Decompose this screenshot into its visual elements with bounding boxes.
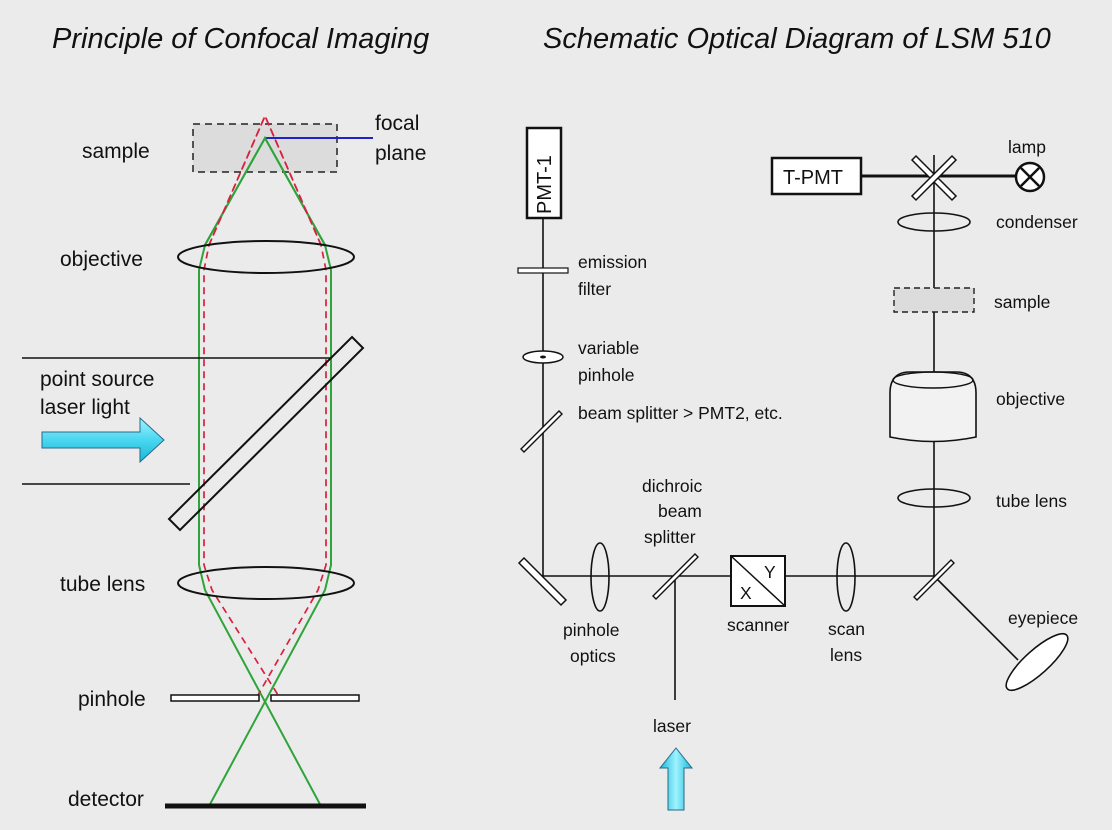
scan-lens [836, 542, 856, 612]
right-lsm-diagram: PMT-1 T-PMT [517, 126, 1078, 811]
label-laser-light: laser light [40, 396, 130, 419]
beam-splitter-plate [167, 335, 365, 532]
label-point-source: point source [40, 368, 154, 391]
label-dichroic: dichroic [642, 476, 703, 496]
tube-lens [177, 566, 355, 600]
label-variable-pinhole: pinhole [578, 365, 634, 385]
scanner-diagonal [730, 555, 786, 607]
label-emission: emission [578, 252, 647, 272]
lamp-icon [1014, 161, 1046, 193]
objective-body [889, 371, 977, 443]
pinhole-plate-left [170, 694, 260, 702]
label-eyepiece: eyepiece [1008, 608, 1078, 628]
tpmt-box [770, 156, 863, 196]
path-eyepiece [933, 575, 1019, 661]
scanner-x-label: X [740, 583, 752, 603]
transmitted-light-mirror [910, 154, 958, 202]
laser-arrow-icon [41, 416, 165, 464]
pinhole-optics-lens [590, 542, 610, 612]
label-scan-lens: lens [830, 645, 862, 665]
pmt2-beam-splitter [520, 410, 563, 453]
label-pinhole: pinhole [78, 688, 146, 711]
right-tube-lens [897, 488, 971, 508]
objective-top-rim [892, 371, 974, 389]
label-pinhole-optics-2: optics [570, 646, 616, 666]
left-confocal-diagram: sample focal plane objective point sourc… [22, 112, 426, 811]
label-lamp: lamp [1008, 137, 1046, 157]
label-filter: filter [578, 279, 611, 299]
label-condenser: condenser [996, 212, 1078, 232]
pinhole-plate-right [270, 694, 360, 702]
label-detector: detector [68, 788, 144, 811]
condenser-lens [897, 212, 971, 232]
scanner-y-label: Y [764, 562, 776, 582]
right-title: Schematic Optical Diagram of LSM 510 [543, 23, 1051, 55]
laser-up-arrow-icon [658, 747, 694, 811]
label-laser: laser [653, 716, 691, 736]
tpmt-label: T-PMT [783, 167, 843, 189]
sample-box [192, 123, 338, 173]
pmt1-label: PMT-1 [534, 155, 556, 214]
pmt1-box [525, 126, 563, 220]
objective-lens [177, 240, 355, 274]
red-ray-left [203, 113, 322, 696]
label-right-objective: objective [996, 389, 1065, 409]
label-scanner: scanner [727, 615, 789, 635]
label-right-tube-lens: tube lens [996, 491, 1067, 511]
eyepiece-lens [1005, 632, 1069, 692]
label-dichroic-beam: beam [658, 501, 702, 521]
label-dichroic-splitter: splitter [644, 527, 696, 547]
label-focal: focal [375, 112, 419, 135]
right-sample-box [893, 287, 975, 313]
label-plane: plane [375, 142, 426, 165]
label-scan: scan [828, 619, 865, 639]
emission-filter [517, 267, 569, 274]
green-ray-left [198, 135, 326, 809]
red-ray-right [208, 113, 327, 696]
label-objective: objective [60, 248, 143, 271]
junction-beam-splitter [913, 559, 955, 601]
label-sample: sample [82, 140, 150, 163]
label-beam-splitter-pmt2: beam splitter > PMT2, etc. [578, 403, 783, 423]
dichroic-beam-splitter [652, 553, 699, 600]
label-variable: variable [578, 338, 639, 358]
label-right-sample: sample [994, 292, 1050, 312]
left-title: Principle of Confocal Imaging [52, 23, 429, 55]
label-pinhole-optics-1: pinhole [563, 620, 619, 640]
label-tube-lens: tube lens [60, 573, 145, 596]
corner-mirror [517, 556, 568, 607]
variable-pinhole-aperture [540, 355, 546, 359]
